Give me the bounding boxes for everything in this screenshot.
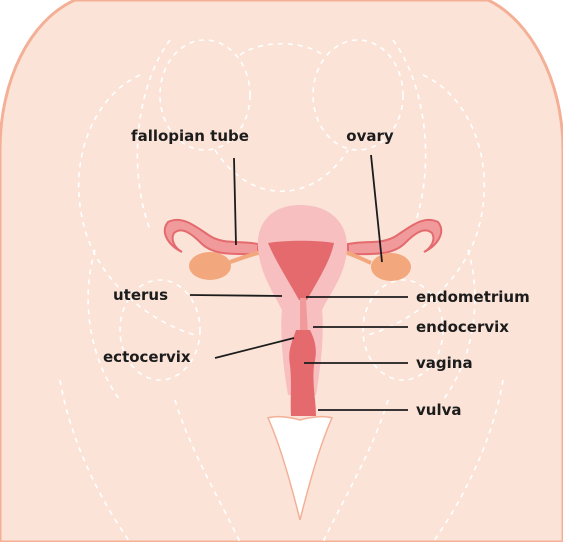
label-endocervix: endocervix bbox=[416, 318, 509, 336]
label-endometrium: endometrium bbox=[416, 288, 530, 306]
label-ovary: ovary bbox=[346, 127, 394, 145]
label-ectocervix: ectocervix bbox=[103, 348, 191, 366]
label-vulva: vulva bbox=[416, 401, 462, 419]
leader-uterus bbox=[190, 295, 282, 296]
right-ovary bbox=[371, 253, 411, 281]
label-vagina: vagina bbox=[416, 354, 473, 372]
label-fallopian-tube: fallopian tube bbox=[131, 127, 249, 145]
left-ovary bbox=[189, 252, 231, 280]
label-uterus: uterus bbox=[113, 286, 168, 304]
vagina-canal bbox=[289, 330, 316, 416]
